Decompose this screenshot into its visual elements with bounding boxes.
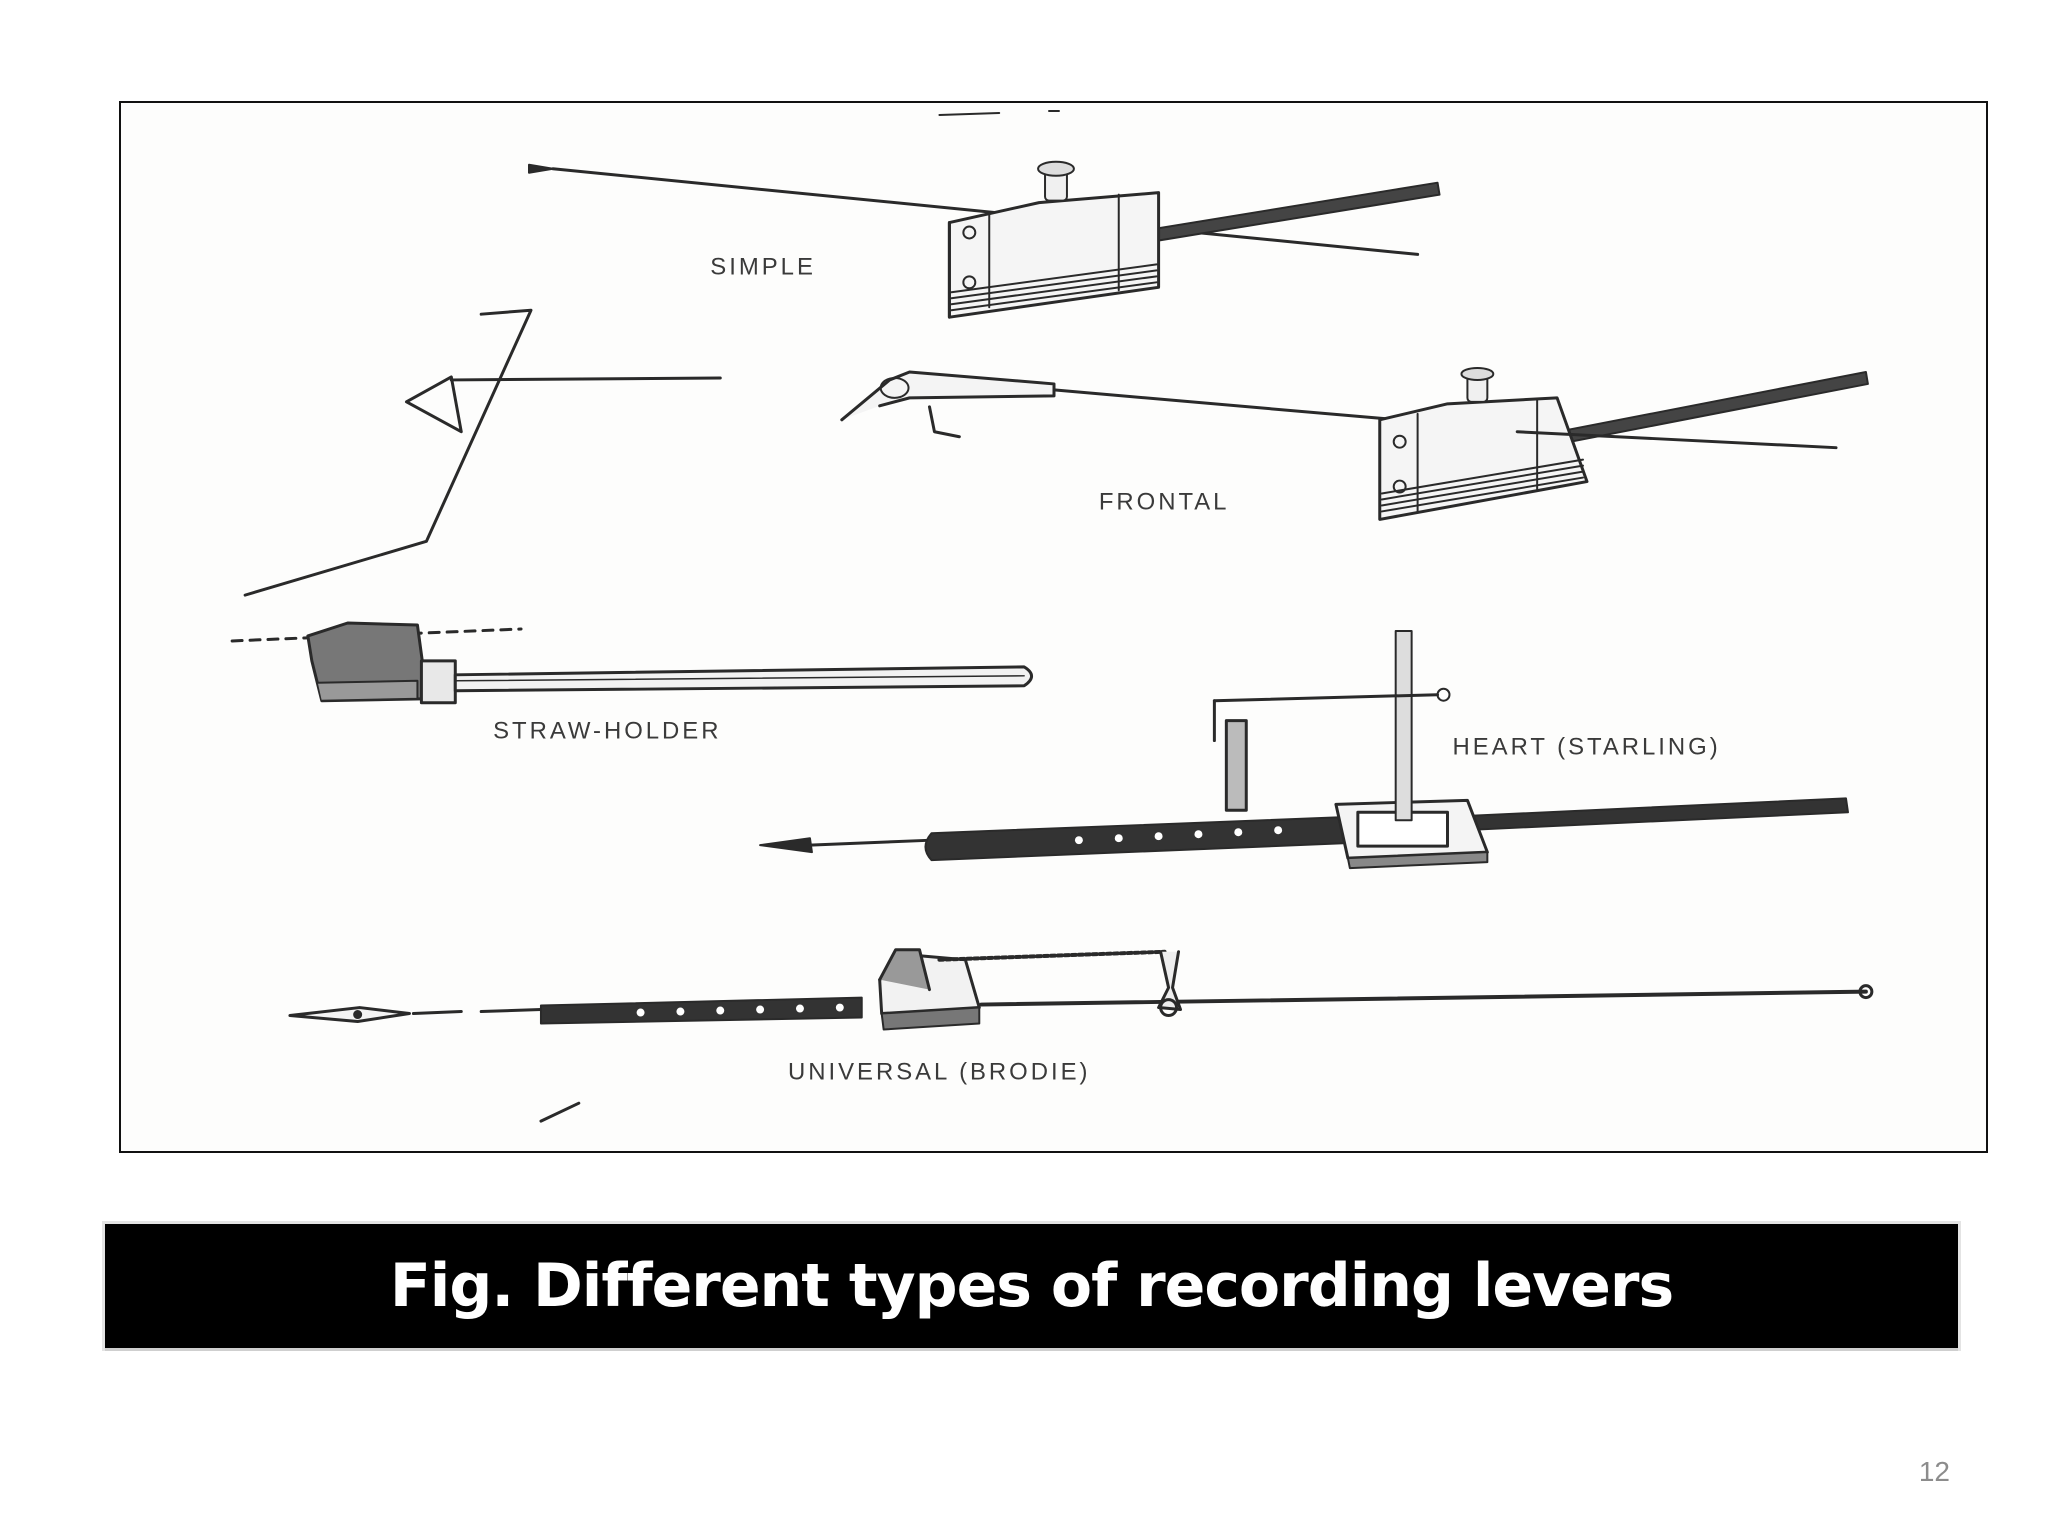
label-frontal: FRONTAL xyxy=(1099,488,1230,515)
universal-brodie-lever xyxy=(288,948,1874,1031)
straw-holder-lever xyxy=(230,621,1034,705)
label-simple: SIMPLE xyxy=(710,253,816,280)
label-heart-starling: HEART (STARLING) xyxy=(1452,734,1720,761)
simple-lever xyxy=(528,160,1441,319)
label-straw-holder: STRAW-HOLDER xyxy=(493,718,721,745)
recording-levers-diagram: SIMPLE FRONTAL STRAW-HOLDER HEART (STARL… xyxy=(230,109,1874,1123)
caption-bar: Fig. Different types of recording levers xyxy=(105,1224,1958,1348)
frontal-lever xyxy=(243,308,1869,597)
label-universal-brodie: UNIVERSAL (BRODIE) xyxy=(788,1058,1090,1085)
figure-caption: Fig. Different types of recording levers xyxy=(389,1251,1674,1321)
page-number: 12 xyxy=(1918,1456,1950,1487)
figure-frame: SIMPLE FRONTAL STRAW-HOLDER HEART (STARL… xyxy=(119,101,1988,1153)
heart-starling-lever xyxy=(759,629,1849,870)
